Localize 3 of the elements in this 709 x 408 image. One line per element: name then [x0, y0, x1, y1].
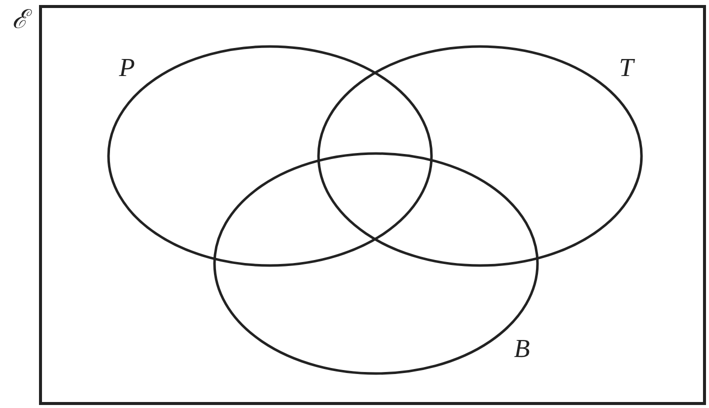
set-label: B [514, 335, 530, 363]
set-label: P [119, 54, 135, 82]
set-label: T [619, 54, 634, 82]
